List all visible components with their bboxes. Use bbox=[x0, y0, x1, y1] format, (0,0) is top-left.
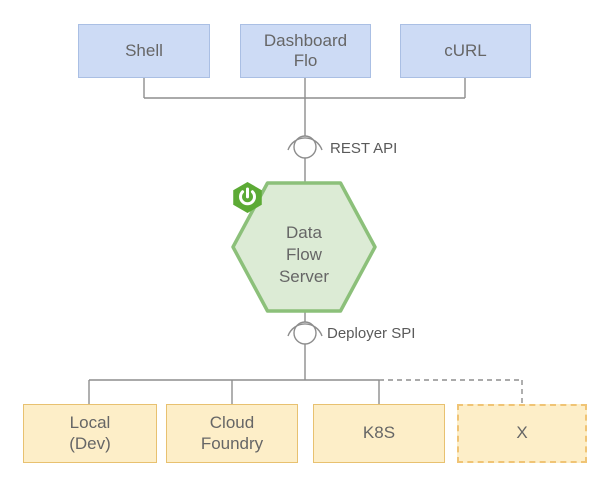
client-label-curl: cURL bbox=[444, 40, 487, 60]
deployer-label-local-line2: (Dev) bbox=[69, 433, 111, 453]
deployer-box-x-placeholder[interactable]: X bbox=[457, 404, 587, 463]
client-box-curl[interactable]: cURL bbox=[400, 24, 531, 78]
deployer-label-cf-line1: Cloud bbox=[209, 413, 255, 433]
deployer-spi-interface-icon bbox=[287, 321, 323, 345]
deployer-box-cloud-foundry[interactable]: Cloud Foundry bbox=[166, 404, 298, 463]
server-label-line3: Server bbox=[278, 267, 330, 287]
hexagon-shape bbox=[231, 181, 377, 313]
deployer-label-cf-line2: Foundry bbox=[200, 433, 264, 453]
deployer-label-k8s: K8S bbox=[362, 423, 396, 443]
deployer-spi-label: Deployer SPI bbox=[327, 325, 416, 342]
client-label-dashboard-line2: Flo bbox=[293, 51, 318, 70]
client-label-shell: Shell bbox=[125, 40, 163, 60]
rest-api-label: REST API bbox=[330, 140, 398, 157]
rest-api-interface-icon bbox=[287, 135, 323, 159]
client-box-shell[interactable]: Shell bbox=[78, 24, 210, 78]
spring-boot-logo-icon bbox=[233, 181, 262, 214]
deployer-label-local-line1: Local bbox=[69, 413, 111, 433]
data-flow-server-node[interactable]: Data Flow Server bbox=[231, 181, 377, 313]
client-box-dashboard-flo[interactable]: Dashboard Flo bbox=[240, 24, 371, 78]
data-flow-server-label: Data Flow Server bbox=[231, 181, 377, 313]
deployer-box-k8s[interactable]: K8S bbox=[313, 404, 445, 463]
client-label-dashboard-line1: Dashboard bbox=[263, 30, 348, 50]
deployer-box-local-dev[interactable]: Local (Dev) bbox=[23, 404, 157, 463]
deployer-label-x: X bbox=[516, 423, 528, 443]
server-label-line1: Data bbox=[286, 222, 322, 242]
server-label-line2: Flow bbox=[286, 244, 322, 264]
